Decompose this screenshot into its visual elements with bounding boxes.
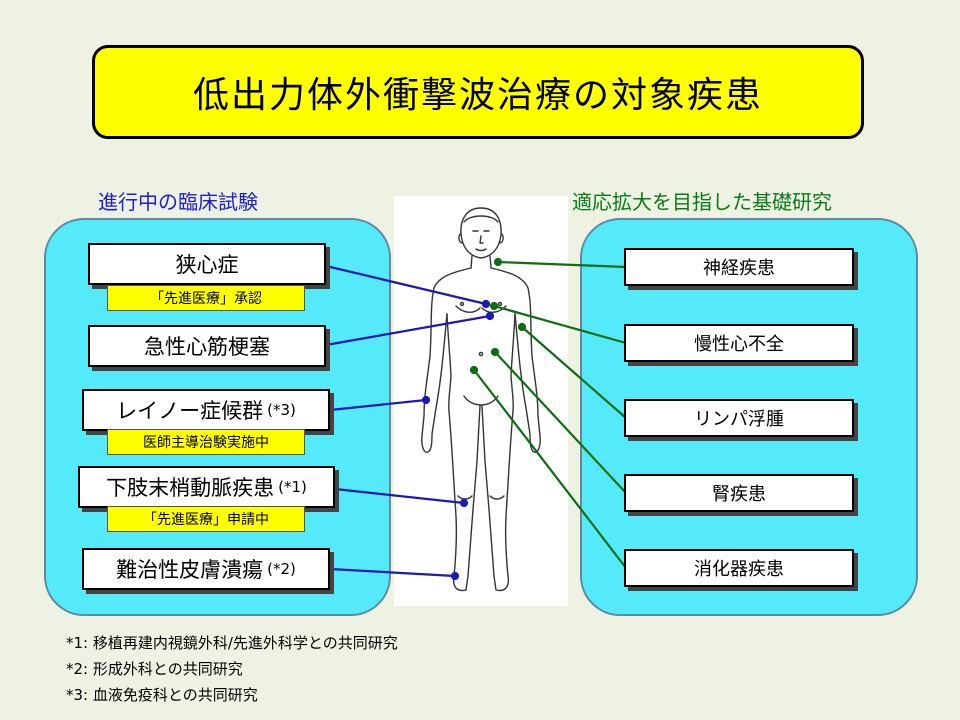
research-chronic-heart-failure: 慢性心不全 <box>624 324 854 362</box>
status-tag-investigator-trial: 医師主導治験実施中 <box>107 429 305 455</box>
research-gi-disease: 消化器疾患 <box>624 549 854 587</box>
trial-label: 難治性皮膚潰瘍 <box>116 558 264 582</box>
trial-skin-ulcer: 難治性皮膚潰瘍 (*2) <box>82 548 330 590</box>
title-box: 低出力体外衝撃波治療の対象疾患 <box>92 45 864 139</box>
trial-footnote-ref: (*1) <box>278 478 307 496</box>
research-renal-disease: 腎疾患 <box>624 474 854 512</box>
footnote-3: *3: 血液免疫科との共同研究 <box>66 686 258 704</box>
trial-label: 急性心筋梗塞 <box>144 335 270 359</box>
basic-research-heading: 適応拡大を目指した基礎研究 <box>572 190 832 214</box>
trial-label: レイノー症候群 <box>116 399 264 423</box>
footnote-1: *1: 移植再建内視鏡外科/先進外科学との共同研究 <box>66 634 398 652</box>
trial-label: 狭心症 <box>175 253 239 277</box>
trial-label: 下肢末梢動脈疾患 <box>106 476 275 500</box>
research-neurological: 神経疾患 <box>624 248 854 286</box>
status-tag-advanced-medical-approved: 「先進医療」承認 <box>107 285 305 311</box>
page-title: 低出力体外衝撃波治療の対象疾患 <box>192 75 763 116</box>
status-tag-advanced-medical-applying: 「先進医療」申請中 <box>107 506 305 532</box>
trial-pad: 下肢末梢動脈疾患 (*1) <box>78 466 335 508</box>
research-lymphedema: リンパ浮腫 <box>624 399 854 437</box>
human-body-outline-icon <box>421 207 541 592</box>
trial-angina: 狭心症 <box>88 243 326 285</box>
trial-footnote-ref: (*2) <box>267 560 296 578</box>
trial-footnote-ref: (*3) <box>267 401 296 419</box>
clinical-trials-heading: 進行中の臨床試験 <box>98 190 258 214</box>
human-body-figure <box>394 196 568 606</box>
footnote-2: *2: 形成外科との共同研究 <box>66 660 243 678</box>
trial-raynaud: レイノー症候群 (*3) <box>82 389 330 431</box>
trial-acute-mi: 急性心筋梗塞 <box>88 325 326 367</box>
